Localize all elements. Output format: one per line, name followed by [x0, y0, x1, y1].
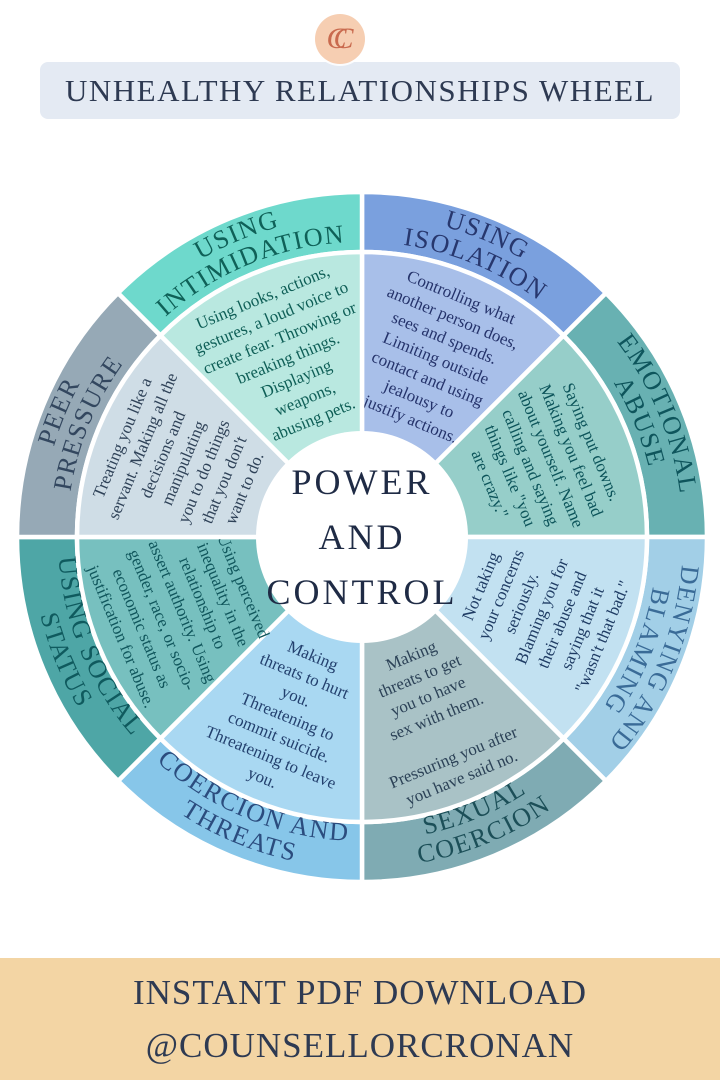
page-title: UNHEALTHY RELATIONSHIPS WHEEL — [65, 72, 655, 108]
footer-download-text: INSTANT PDF DOWNLOAD — [132, 972, 588, 1012]
brand-monogram-icon: CC — [326, 22, 353, 55]
wheel-center — [256, 431, 468, 643]
title-banner: UNHEALTHY RELATIONSHIPS WHEEL — [40, 62, 680, 119]
footer-banner: INSTANT PDF DOWNLOAD @COUNSELLORCRONAN — [0, 958, 720, 1080]
brand-logo: CC — [315, 14, 365, 64]
footer-handle-text: @COUNSELLORCRONAN — [145, 1026, 575, 1065]
